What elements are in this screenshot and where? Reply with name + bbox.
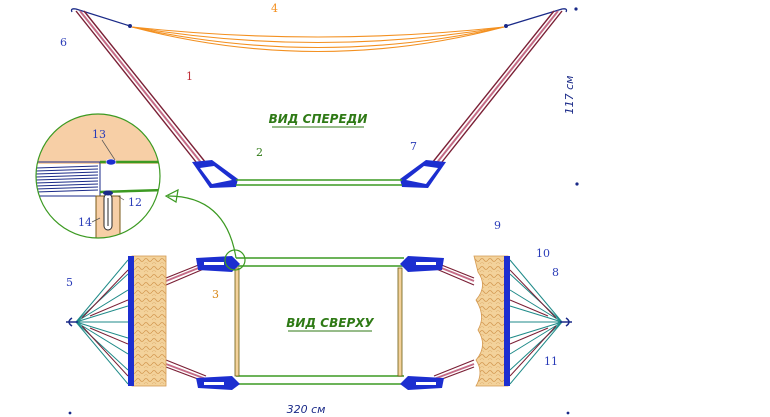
front-left-frame xyxy=(75,10,211,173)
top-right-frame xyxy=(433,261,475,383)
callout-4: 4 xyxy=(271,2,278,15)
length-dimension: 320 см xyxy=(287,403,326,416)
callout-2: 2 xyxy=(256,146,263,159)
front-right-frame xyxy=(427,10,563,173)
left-fabric-end xyxy=(131,255,167,387)
callout-7: 7 xyxy=(410,140,417,153)
callout-5: 5 xyxy=(66,276,73,289)
callout-12: 12 xyxy=(128,196,142,209)
left-rope-fan xyxy=(75,259,129,385)
detail-inset xyxy=(35,113,161,239)
right-fabric-end xyxy=(473,255,509,387)
suspension-cords xyxy=(131,26,505,53)
front-view: ВИД СПЕРЕДИ 117 см xyxy=(70,7,579,188)
top-side-tubes xyxy=(236,257,404,385)
detail-target-circle xyxy=(224,249,246,271)
callout-9: 9 xyxy=(494,219,501,232)
callout-labels: 1 2 3 4 5 6 7 8 9 10 11 12 13 14 xyxy=(60,2,559,368)
callout-1: 1 xyxy=(186,70,193,83)
right-rope-fan xyxy=(509,259,563,385)
callout-6: 6 xyxy=(60,36,67,49)
top-right-hook xyxy=(505,8,568,27)
front-view-title: ВИД СПЕРЕДИ xyxy=(269,112,368,126)
height-dimension: 117 см xyxy=(563,76,576,115)
top-view: ВИД СВЕРХУ 320 см xyxy=(66,255,572,416)
inset-circle xyxy=(35,113,161,239)
callout-13: 13 xyxy=(92,128,106,141)
front-right-bracket xyxy=(400,160,446,188)
top-view-title: ВИД СВЕРХУ xyxy=(286,316,374,330)
top-left-hook xyxy=(70,8,131,27)
callout-3: 3 xyxy=(212,288,219,301)
callout-8: 8 xyxy=(552,266,559,279)
front-bottom-tube xyxy=(236,179,402,186)
callout-10: 10 xyxy=(536,247,550,260)
top-cross-bars xyxy=(234,267,403,377)
detail-arrow xyxy=(167,195,237,259)
callout-11: 11 xyxy=(544,355,558,368)
top-left-frame xyxy=(165,261,207,383)
callout-14: 14 xyxy=(78,216,92,229)
front-left-bracket xyxy=(192,160,238,188)
